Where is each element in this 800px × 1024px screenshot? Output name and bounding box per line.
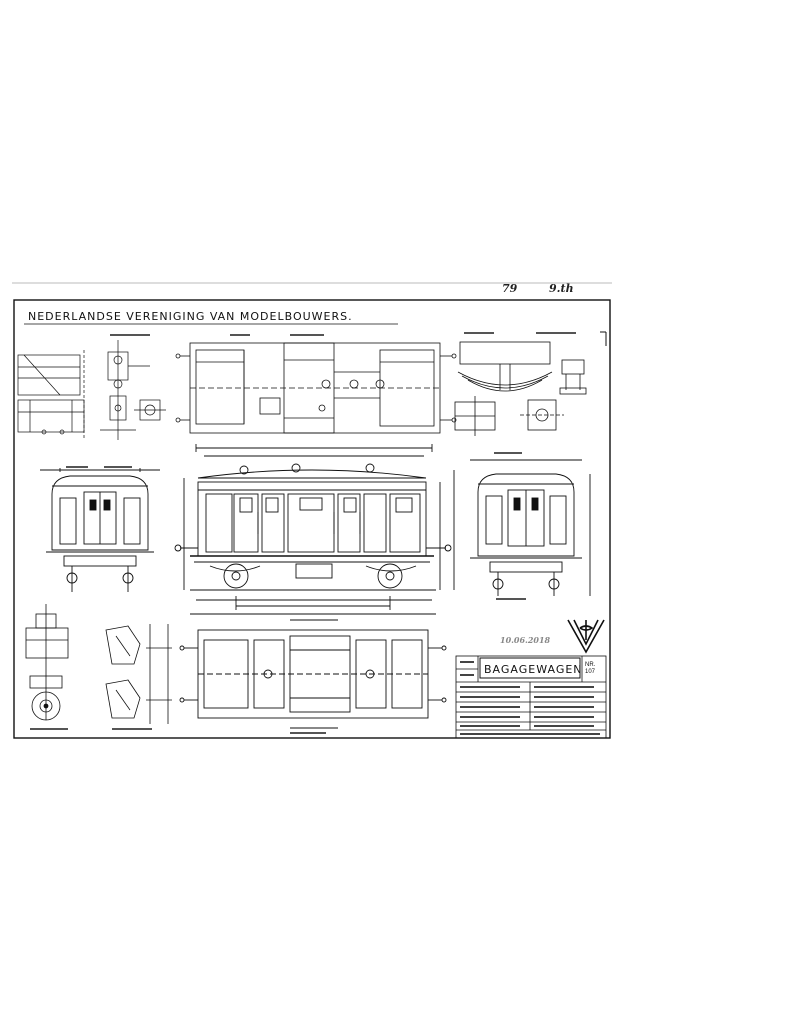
buffer-detail xyxy=(25,604,69,721)
handwritten-number: 79 xyxy=(502,282,518,295)
end-view-right xyxy=(470,459,591,596)
nvm-monogram-logo xyxy=(567,619,605,654)
title-block-fine-print xyxy=(460,661,600,735)
handwritten-note: 9.th xyxy=(549,282,574,295)
side-elevation xyxy=(174,444,455,615)
drawing-border xyxy=(13,299,611,739)
sheet-number: NR.107 xyxy=(585,662,596,675)
floor-plan-view xyxy=(179,619,447,729)
corner-bracket-right xyxy=(600,331,607,346)
title-block xyxy=(455,655,607,739)
underframe-plan xyxy=(175,342,457,434)
illegible-captions xyxy=(30,332,576,734)
detail-top-left xyxy=(17,350,85,440)
drawing-name: BAGAGEWAGEN xyxy=(484,663,583,676)
stamp-date: 10.06.2018 xyxy=(500,635,551,645)
detail-lever xyxy=(100,340,166,440)
end-view-left xyxy=(40,468,160,592)
brake-block-detail xyxy=(105,624,172,724)
axlebox-detail xyxy=(454,396,564,436)
leaf-spring-detail xyxy=(457,341,587,395)
sheet-title: NEDERLANDSE VERENIGING VAN MODELBOUWERS. xyxy=(28,310,353,323)
